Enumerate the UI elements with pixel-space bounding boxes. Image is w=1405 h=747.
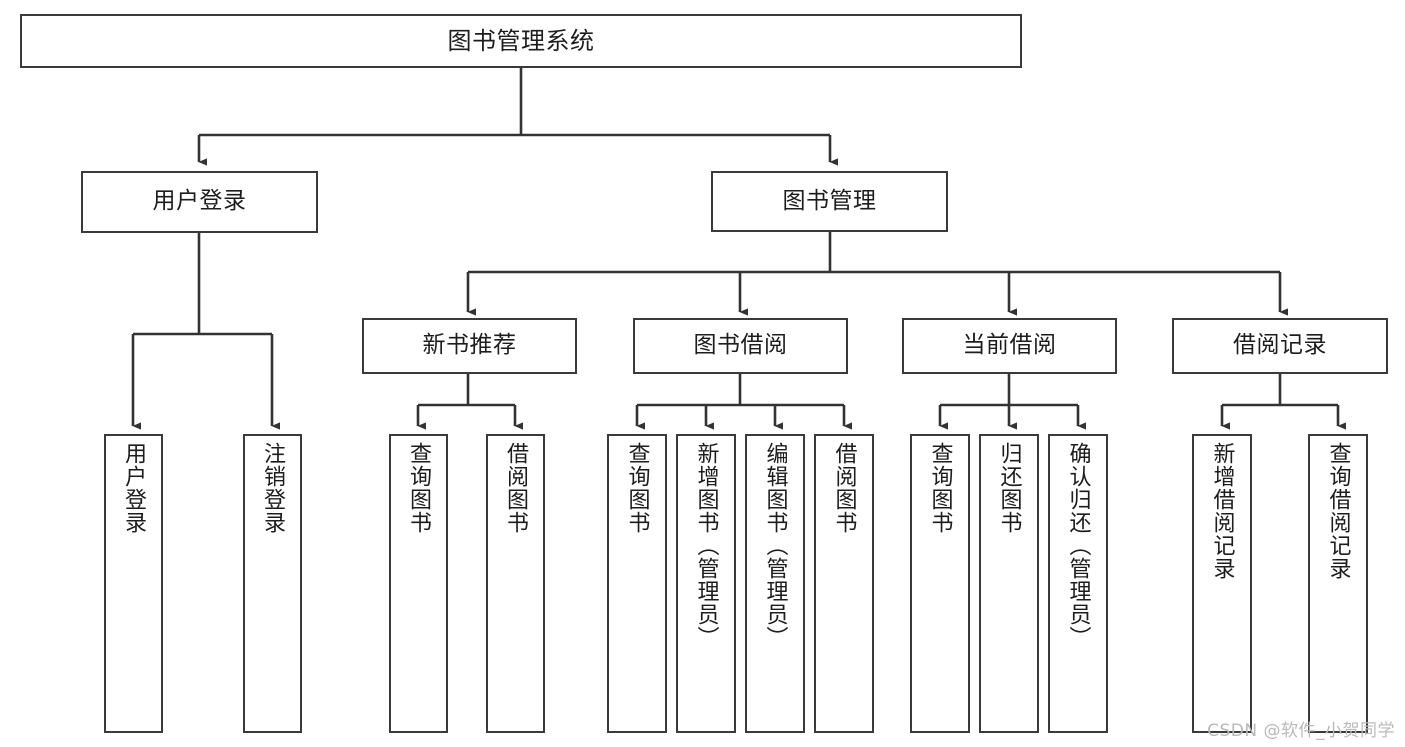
leaf-add-borrow-record-label: 新增借阅记录 <box>1209 442 1235 580</box>
leaf-query-book-recommend[interactable]: 查询图书 <box>389 434 448 733</box>
leaf-confirm-return[interactable]: 确认归还（管理员） <box>1048 434 1108 733</box>
leaf-return-book[interactable]: 归还图书 <box>979 434 1039 733</box>
node-borrow-record-label: 借阅记录 <box>1233 332 1327 359</box>
leaf-query-book-borrow-label: 查询图书 <box>624 442 650 534</box>
node-book-manage[interactable]: 图书管理 <box>711 171 948 232</box>
node-book-borrow[interactable]: 图书借阅 <box>633 318 848 374</box>
leaf-borrow-book-label: 借阅图书 <box>831 442 857 534</box>
leaf-return-book-label: 归还图书 <box>996 442 1022 534</box>
leaf-query-borrow-record-label: 查询借阅记录 <box>1325 442 1351 580</box>
node-book-manage-label: 图书管理 <box>782 187 877 214</box>
node-new-book-recommend[interactable]: 新书推荐 <box>362 318 577 374</box>
leaf-add-book-label: 新增图书（管理员） <box>693 442 719 649</box>
node-root[interactable]: 图书管理系统 <box>20 14 1022 68</box>
leaf-user-login[interactable]: 用户登录 <box>104 434 163 733</box>
leaf-borrow-book-recommend[interactable]: 借阅图书 <box>486 434 545 733</box>
node-borrow-record[interactable]: 借阅记录 <box>1172 318 1388 374</box>
leaf-edit-book-label: 编辑图书（管理员） <box>762 442 788 649</box>
watermark-csdn: CSDN @软件_小贺同学 <box>1207 721 1395 741</box>
node-user-login[interactable]: 用户登录 <box>81 171 318 233</box>
leaf-add-book[interactable]: 新增图书（管理员） <box>676 434 736 733</box>
leaf-user-login-label: 用户登录 <box>121 442 147 534</box>
leaf-query-borrow-record[interactable]: 查询借阅记录 <box>1308 434 1368 733</box>
leaf-add-borrow-record[interactable]: 新增借阅记录 <box>1192 434 1252 733</box>
leaf-confirm-return-label: 确认归还（管理员） <box>1065 442 1091 649</box>
node-new-book-recommend-label: 新书推荐 <box>422 332 517 359</box>
leaf-logout[interactable]: 注销登录 <box>243 434 302 733</box>
leaf-query-book-current-label: 查询图书 <box>927 442 953 534</box>
leaf-logout-label: 注销登录 <box>260 442 286 534</box>
leaf-borrow-book-recommend-label: 借阅图书 <box>503 442 529 534</box>
leaf-edit-book[interactable]: 编辑图书（管理员） <box>745 434 805 733</box>
node-root-label: 图书管理系统 <box>447 26 595 55</box>
node-book-borrow-label: 图书借阅 <box>693 332 788 359</box>
node-user-login-label: 用户登录 <box>152 188 247 215</box>
leaf-borrow-book[interactable]: 借阅图书 <box>814 434 874 733</box>
node-current-borrow-label: 当前借阅 <box>962 332 1057 359</box>
leaf-query-book-borrow[interactable]: 查询图书 <box>607 434 667 733</box>
leaf-query-book-current[interactable]: 查询图书 <box>910 434 970 733</box>
node-current-borrow[interactable]: 当前借阅 <box>902 318 1117 374</box>
leaf-query-book-recommend-label: 查询图书 <box>406 442 432 534</box>
